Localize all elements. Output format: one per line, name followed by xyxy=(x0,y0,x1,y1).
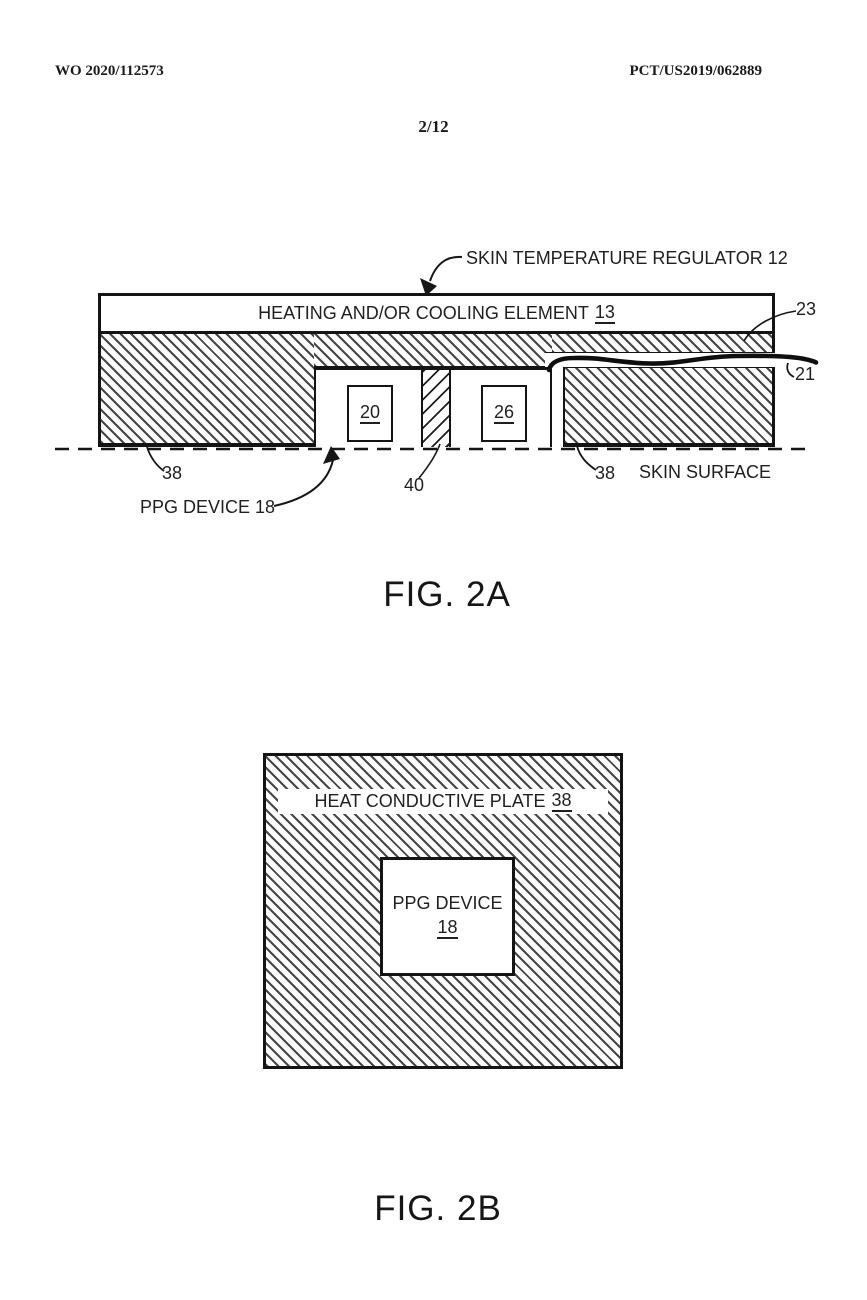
ref-38-left-label: 38 xyxy=(162,463,183,483)
regulator-callout-label: SKIN TEMPERATURE REGULATOR 12 xyxy=(466,248,788,268)
ref-21-label: 21 xyxy=(795,364,816,384)
plate-ref: 38 xyxy=(551,790,572,812)
ppg-device-box: PPG DEVICE 18 xyxy=(380,857,515,976)
barrier-strip-40 xyxy=(421,370,451,447)
ppg-device-box-ref: 18 xyxy=(437,916,458,939)
application-number: PCT/US2019/062889 xyxy=(629,63,762,79)
component-20-ref: 20 xyxy=(359,402,381,424)
page-indicator: 2/12 xyxy=(418,117,449,136)
ppg-arrow-line xyxy=(273,459,334,507)
heating-cooling-element-box: HEATING AND/OR COOLING ELEMENT 13 xyxy=(98,293,775,334)
leader-38-right xyxy=(576,445,597,471)
leader-21 xyxy=(786,362,795,378)
ref-38-right-label: 38 xyxy=(595,463,616,483)
heat-plate-left-block xyxy=(98,334,314,447)
plate-label: HEAT CONDUCTIVE PLATE xyxy=(314,790,546,811)
component-box-26: 26 xyxy=(481,385,527,442)
ref-23-label: 23 xyxy=(796,299,817,319)
component-26-ref: 26 xyxy=(493,402,515,424)
heat-plate-right-top-band xyxy=(552,334,775,352)
regulator-arrow-line xyxy=(429,255,463,282)
fig-2b-caption: FIG. 2B xyxy=(374,1189,502,1228)
plate-title-band: HEAT CONDUCTIVE PLATE 38 xyxy=(278,789,608,814)
leader-40 xyxy=(418,443,441,479)
wire-channel xyxy=(545,352,775,367)
publication-number: WO 2020/112573 xyxy=(55,63,164,79)
heating-element-label: HEATING AND/OR COOLING ELEMENT xyxy=(258,302,589,323)
heat-plate-mid-band xyxy=(314,334,552,366)
skin-surface-label: SKIN SURFACE xyxy=(639,462,772,482)
ppg-arrowhead xyxy=(323,446,340,464)
ref-40-label: 40 xyxy=(404,475,425,495)
heating-element-ref: 13 xyxy=(594,302,615,324)
heat-plate-right-block xyxy=(563,367,775,447)
heat-conductive-plate-top-view: HEAT CONDUCTIVE PLATE 38 PPG DEVICE 18 xyxy=(263,753,623,1069)
component-box-20: 20 xyxy=(347,385,393,442)
ppg-device-callout-label: PPG DEVICE 18 xyxy=(140,497,276,517)
fig-2a-caption: FIG. 2A xyxy=(383,575,511,614)
ppg-device-box-label: PPG DEVICE xyxy=(392,893,503,914)
